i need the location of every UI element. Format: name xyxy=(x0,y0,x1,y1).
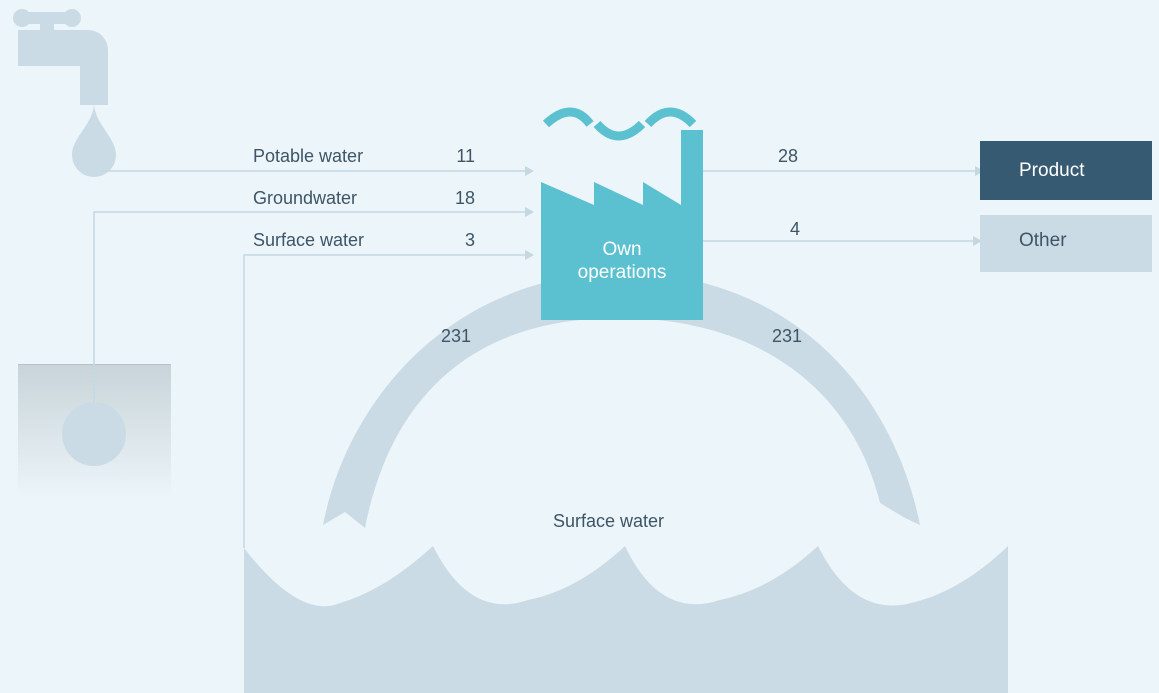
cycle-arch xyxy=(323,272,920,528)
surface-water-arrow xyxy=(525,250,534,260)
product-box xyxy=(980,141,1152,200)
wave-icon xyxy=(244,546,1008,693)
input-value-surface-water: 3 xyxy=(464,230,475,250)
steam-wave-left xyxy=(542,107,594,128)
groundwater-line xyxy=(93,211,530,402)
surface-water-line xyxy=(243,254,530,548)
input-label-groundwater: Groundwater xyxy=(253,188,358,208)
factory-icon xyxy=(541,107,703,320)
cycle-value-left: 231 xyxy=(441,326,472,346)
product-arrow xyxy=(975,166,984,176)
output-label-other: Other xyxy=(1019,230,1067,251)
groundwater-arrow xyxy=(525,207,534,217)
cycle-value-right: 231 xyxy=(772,326,803,346)
steam-wave-middle xyxy=(593,120,646,141)
operations-label: Own operations xyxy=(541,238,703,284)
output-label-product: Product xyxy=(1019,160,1085,181)
input-label-potable-water: Potable water xyxy=(253,146,364,166)
other-arrow xyxy=(973,236,982,246)
steam-wave-right xyxy=(644,107,697,128)
input-value-potable-water: 11 xyxy=(456,146,475,166)
other-box xyxy=(980,215,1152,272)
operations-label-line2: operations xyxy=(577,262,667,283)
output-value-product: 28 xyxy=(778,146,799,166)
water-body-label: Surface water xyxy=(553,511,665,531)
input-value-groundwater: 18 xyxy=(454,188,475,208)
tap-icon xyxy=(13,9,116,177)
operations-label-line1: Own xyxy=(602,239,642,260)
input-label-surface-water: Surface water xyxy=(253,230,365,250)
potable-water-arrow xyxy=(525,166,534,176)
output-value-other: 4 xyxy=(790,219,801,239)
